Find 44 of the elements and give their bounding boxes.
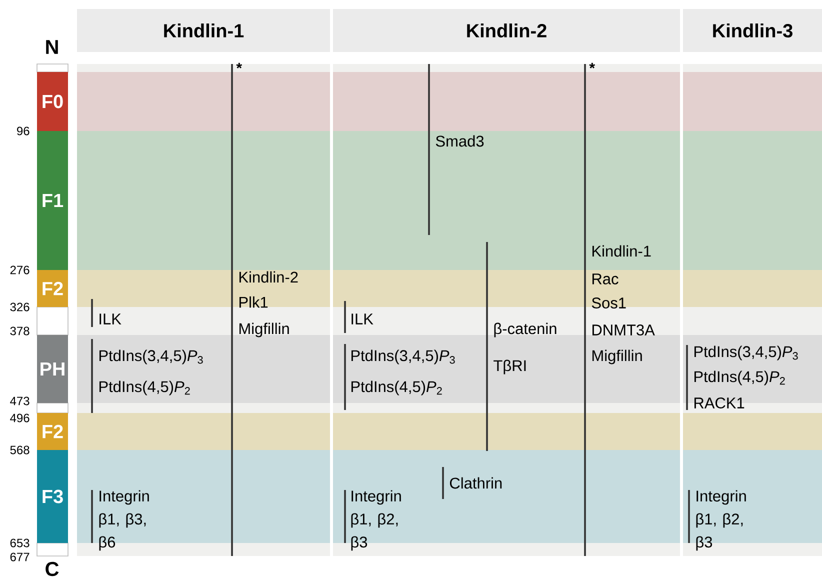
interactor-label: Clathrin <box>450 477 502 489</box>
domain-segment: F2 <box>37 413 68 450</box>
interactor-label: PtdIns(4,5)P$_{2}$ <box>351 380 442 396</box>
interactor-label: ILK <box>100 314 122 324</box>
residue-number: 96 <box>17 126 30 136</box>
interactor-label: Migfillin <box>592 350 642 364</box>
residue-number: 496 <box>10 414 30 422</box>
interactor-label: DNMT3A <box>592 324 655 336</box>
interactor-label: Smad3 <box>436 135 484 147</box>
interactor-label: PtdIns(3,4,5)P$_{3}$ <box>99 350 203 364</box>
domain-segment: F0 <box>37 72 68 131</box>
column-header: Kindlin-1 <box>77 9 330 52</box>
residue-number: 653 <box>10 538 30 548</box>
interactor-label: Integrin β1, β3, β6 <box>99 490 149 551</box>
domain-segment: F1 <box>37 131 68 270</box>
residue-number: 326 <box>10 302 30 312</box>
residue-number: 378 <box>10 326 30 336</box>
terminus-label: N <box>46 40 58 54</box>
terminus-label: C <box>46 562 59 576</box>
domain-segment: F2 <box>37 270 68 307</box>
residue-number: 677 <box>10 552 30 562</box>
residue-number: 276 <box>10 266 30 274</box>
interactor-label: Integrin β1, β2, β3 <box>351 490 401 551</box>
interactor-label: Sos1 <box>592 298 626 308</box>
residue-number: 473 <box>10 396 30 406</box>
interactor-label: ILK <box>352 314 374 324</box>
interactor-label: Kindlin-2 <box>239 271 298 283</box>
column-header: Kindlin-3 <box>683 9 822 52</box>
interactor-label: Integrin β1, β2, β3 <box>696 490 746 551</box>
interactor-label: TβRI <box>494 360 526 374</box>
residue-number: 568 <box>10 446 30 454</box>
interactor-label: PtdIns(3,4,5)P$_{3}$ <box>694 346 798 360</box>
interactor-label: PtdIns(4,5)P$_{2}$ <box>99 380 190 396</box>
interactor-label: Plk1 <box>239 296 268 308</box>
column-header: Kindlin-2 <box>333 9 680 52</box>
interactor-label: RACK1 <box>694 398 744 408</box>
interactor-label: β-catenin <box>494 322 556 338</box>
domain-segment: F3 <box>37 450 68 543</box>
interactor-label: PtdIns(4,5)P$_{2}$ <box>694 370 785 386</box>
interactor-label: PtdIns(3,4,5)P$_{3}$ <box>351 350 455 364</box>
interactor-label: Kindlin-1 <box>592 245 651 257</box>
interactor-label: Rac <box>592 274 618 284</box>
interactor-label: Migfillin <box>239 322 289 338</box>
domain-segment: PH <box>37 335 68 403</box>
